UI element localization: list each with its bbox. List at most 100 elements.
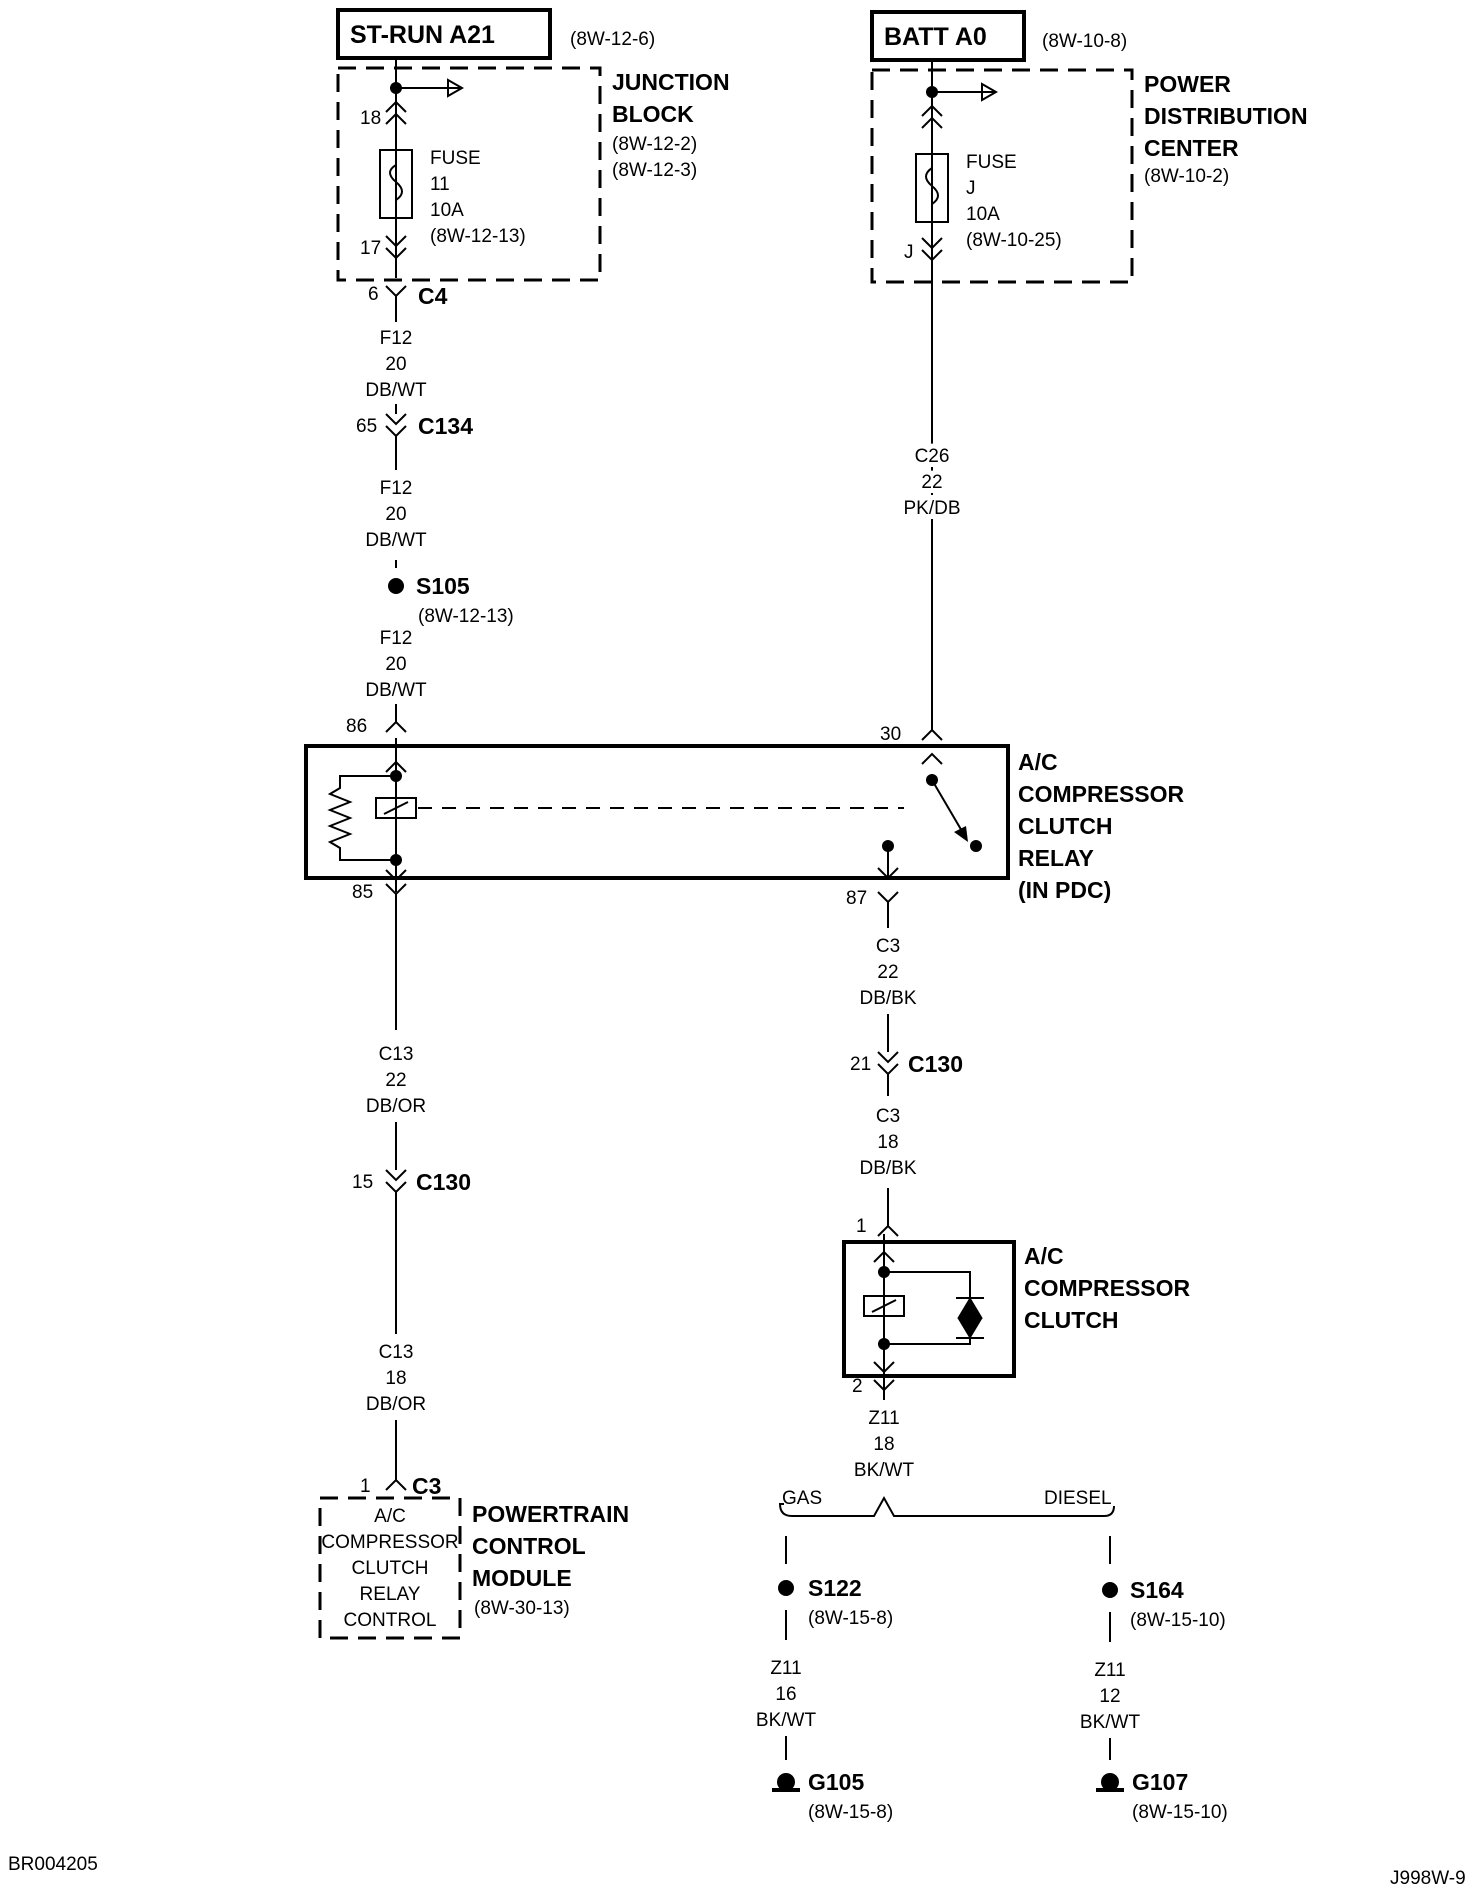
pcm-outline xyxy=(318,1496,462,1640)
right-w3-gauge: 18 xyxy=(877,1132,898,1153)
left-w4-color: DB/OR xyxy=(366,1096,426,1117)
s105-name: S105 xyxy=(416,573,470,599)
relay-label-1: A/C xyxy=(1018,749,1058,775)
right-w1-gauge: 22 xyxy=(921,472,942,493)
c4-name: C4 xyxy=(418,283,448,309)
clutch-label-2: COMPRESSOR xyxy=(1024,1275,1191,1301)
batt-a0-label: BATT A0 xyxy=(884,23,987,51)
left-w5-gauge: 18 xyxy=(385,1368,406,1389)
c130-left-pin: 15 xyxy=(352,1172,373,1193)
g105-ref: (8W-15-8) xyxy=(808,1802,893,1823)
g107-ref: (8W-15-10) xyxy=(1132,1802,1228,1823)
left-w4-circuit: C13 xyxy=(379,1044,414,1065)
pdc-title-1: POWER xyxy=(1144,71,1231,97)
s122-ref: (8W-15-8) xyxy=(808,1608,893,1629)
relay-label-3: CLUTCH xyxy=(1018,813,1113,839)
c134-name: C134 xyxy=(418,413,473,439)
right-w3-color: DB/BK xyxy=(859,1158,916,1179)
left-w3-circuit: F12 xyxy=(380,628,413,649)
junction-block-ref-2: (8W-12-3) xyxy=(612,160,697,181)
s105-ref: (8W-12-13) xyxy=(418,606,514,627)
pdc-pin-j: J xyxy=(904,242,914,263)
st-run-a21-label: ST-RUN A21 xyxy=(350,21,495,49)
left-w2-circuit: F12 xyxy=(380,478,413,499)
s164-ref: (8W-15-10) xyxy=(1130,1610,1226,1631)
diesel-wire-gauge: 12 xyxy=(1099,1686,1120,1707)
left-w2-gauge: 20 xyxy=(385,504,406,525)
fuse-j-line-2: J xyxy=(966,178,976,199)
clutch-box xyxy=(842,1240,1016,1378)
pdc-title-3: CENTER xyxy=(1144,135,1239,161)
gas-wire-gauge: 16 xyxy=(775,1684,796,1705)
g105-ground-icon xyxy=(772,1773,800,1792)
clutch-label-3: CLUTCH xyxy=(1024,1307,1119,1333)
right-w2-circuit: C3 xyxy=(876,936,900,957)
fuse-j-line-4: (8W-10-25) xyxy=(966,230,1062,251)
c130-right-pin: 21 xyxy=(850,1054,871,1075)
clutch-diode-icon xyxy=(957,1297,983,1319)
c130-left-name: C130 xyxy=(416,1169,471,1195)
footer-left-code: BR004205 xyxy=(8,1854,98,1875)
footer-right-code: J998W-9 xyxy=(1390,1868,1466,1889)
left-w4-gauge: 22 xyxy=(385,1070,406,1091)
right-w1-color: PK/DB xyxy=(903,498,960,519)
junction-block-ref-1: (8W-12-2) xyxy=(612,134,697,155)
relay-pin-85: 85 xyxy=(352,882,373,903)
left-w1-color: DB/WT xyxy=(365,380,427,401)
pcm-title-1: POWERTRAIN xyxy=(472,1501,629,1527)
fuse-11-line-2: 11 xyxy=(430,174,450,195)
left-w1-gauge: 20 xyxy=(385,354,406,375)
pcm-inner-3: CLUTCH xyxy=(351,1558,428,1579)
s164-splice-icon xyxy=(1102,1582,1118,1598)
junction-block-outline xyxy=(336,66,602,282)
s122-name: S122 xyxy=(808,1575,862,1601)
s105-splice-icon xyxy=(388,578,404,594)
left-w5-color: DB/OR xyxy=(366,1394,426,1415)
c3-name: C3 xyxy=(412,1473,441,1499)
pcm-inner-2: COMPRESSOR xyxy=(321,1532,458,1553)
right-w2-color: DB/BK xyxy=(859,988,916,1009)
gas-wire-circuit: Z11 xyxy=(770,1658,801,1679)
relay-pin-30: 30 xyxy=(880,724,901,745)
fuse-11-line-1: FUSE xyxy=(430,148,481,169)
c3-pin: 1 xyxy=(360,1476,371,1497)
g107-name: G107 xyxy=(1132,1769,1188,1795)
c134-pin: 65 xyxy=(356,416,377,437)
c130-right-name: C130 xyxy=(908,1051,963,1077)
clutch-coil-icon xyxy=(863,1295,905,1317)
pdc-title-2: DISTRIBUTION xyxy=(1144,103,1308,129)
jb-pin-18: 18 xyxy=(360,108,381,129)
branch-gas-label: GAS xyxy=(782,1488,822,1509)
gas-wire-color: BK/WT xyxy=(756,1710,817,1731)
pcm-title-2: CONTROL xyxy=(472,1533,586,1559)
fuse-j-line-3: 10A xyxy=(966,204,1000,225)
fuse-11-line-3: 10A xyxy=(430,200,464,221)
pcm-inner-1: A/C xyxy=(374,1506,406,1527)
left-w3-color: DB/WT xyxy=(365,680,427,701)
branch-diesel-label: DIESEL xyxy=(1044,1488,1112,1509)
g105-name: G105 xyxy=(808,1769,864,1795)
batt-a0-box xyxy=(870,10,1026,62)
relay-label-4: RELAY xyxy=(1018,845,1094,871)
diesel-wire-color: BK/WT xyxy=(1080,1712,1141,1733)
clutch-pin-2: 2 xyxy=(852,1376,863,1397)
right-w3-circuit: C3 xyxy=(876,1106,900,1127)
st-run-a21-ref: (8W-12-6) xyxy=(570,29,655,50)
relay-label-5: (IN PDC) xyxy=(1018,877,1111,903)
pcm-title-3: MODULE xyxy=(472,1565,572,1591)
pcm-inner-4: RELAY xyxy=(360,1584,421,1605)
g107-ground-icon xyxy=(1096,1773,1124,1792)
right-w1-circuit: C26 xyxy=(915,446,950,467)
left-w2-color: DB/WT xyxy=(365,530,427,551)
st-run-a21-box xyxy=(336,8,552,60)
relay-coil-icon xyxy=(375,797,417,819)
relay-label-2: COMPRESSOR xyxy=(1018,781,1185,807)
diesel-wire-circuit: Z11 xyxy=(1094,1660,1125,1681)
right-w4-circuit: Z11 xyxy=(868,1408,899,1429)
pdc-outline xyxy=(870,68,1134,284)
fuse-11-line-4: (8W-12-13) xyxy=(430,226,526,247)
relay-pin-87: 87 xyxy=(846,888,867,909)
relay-pin-86: 86 xyxy=(346,716,367,737)
right-w4-color: BK/WT xyxy=(854,1460,915,1481)
